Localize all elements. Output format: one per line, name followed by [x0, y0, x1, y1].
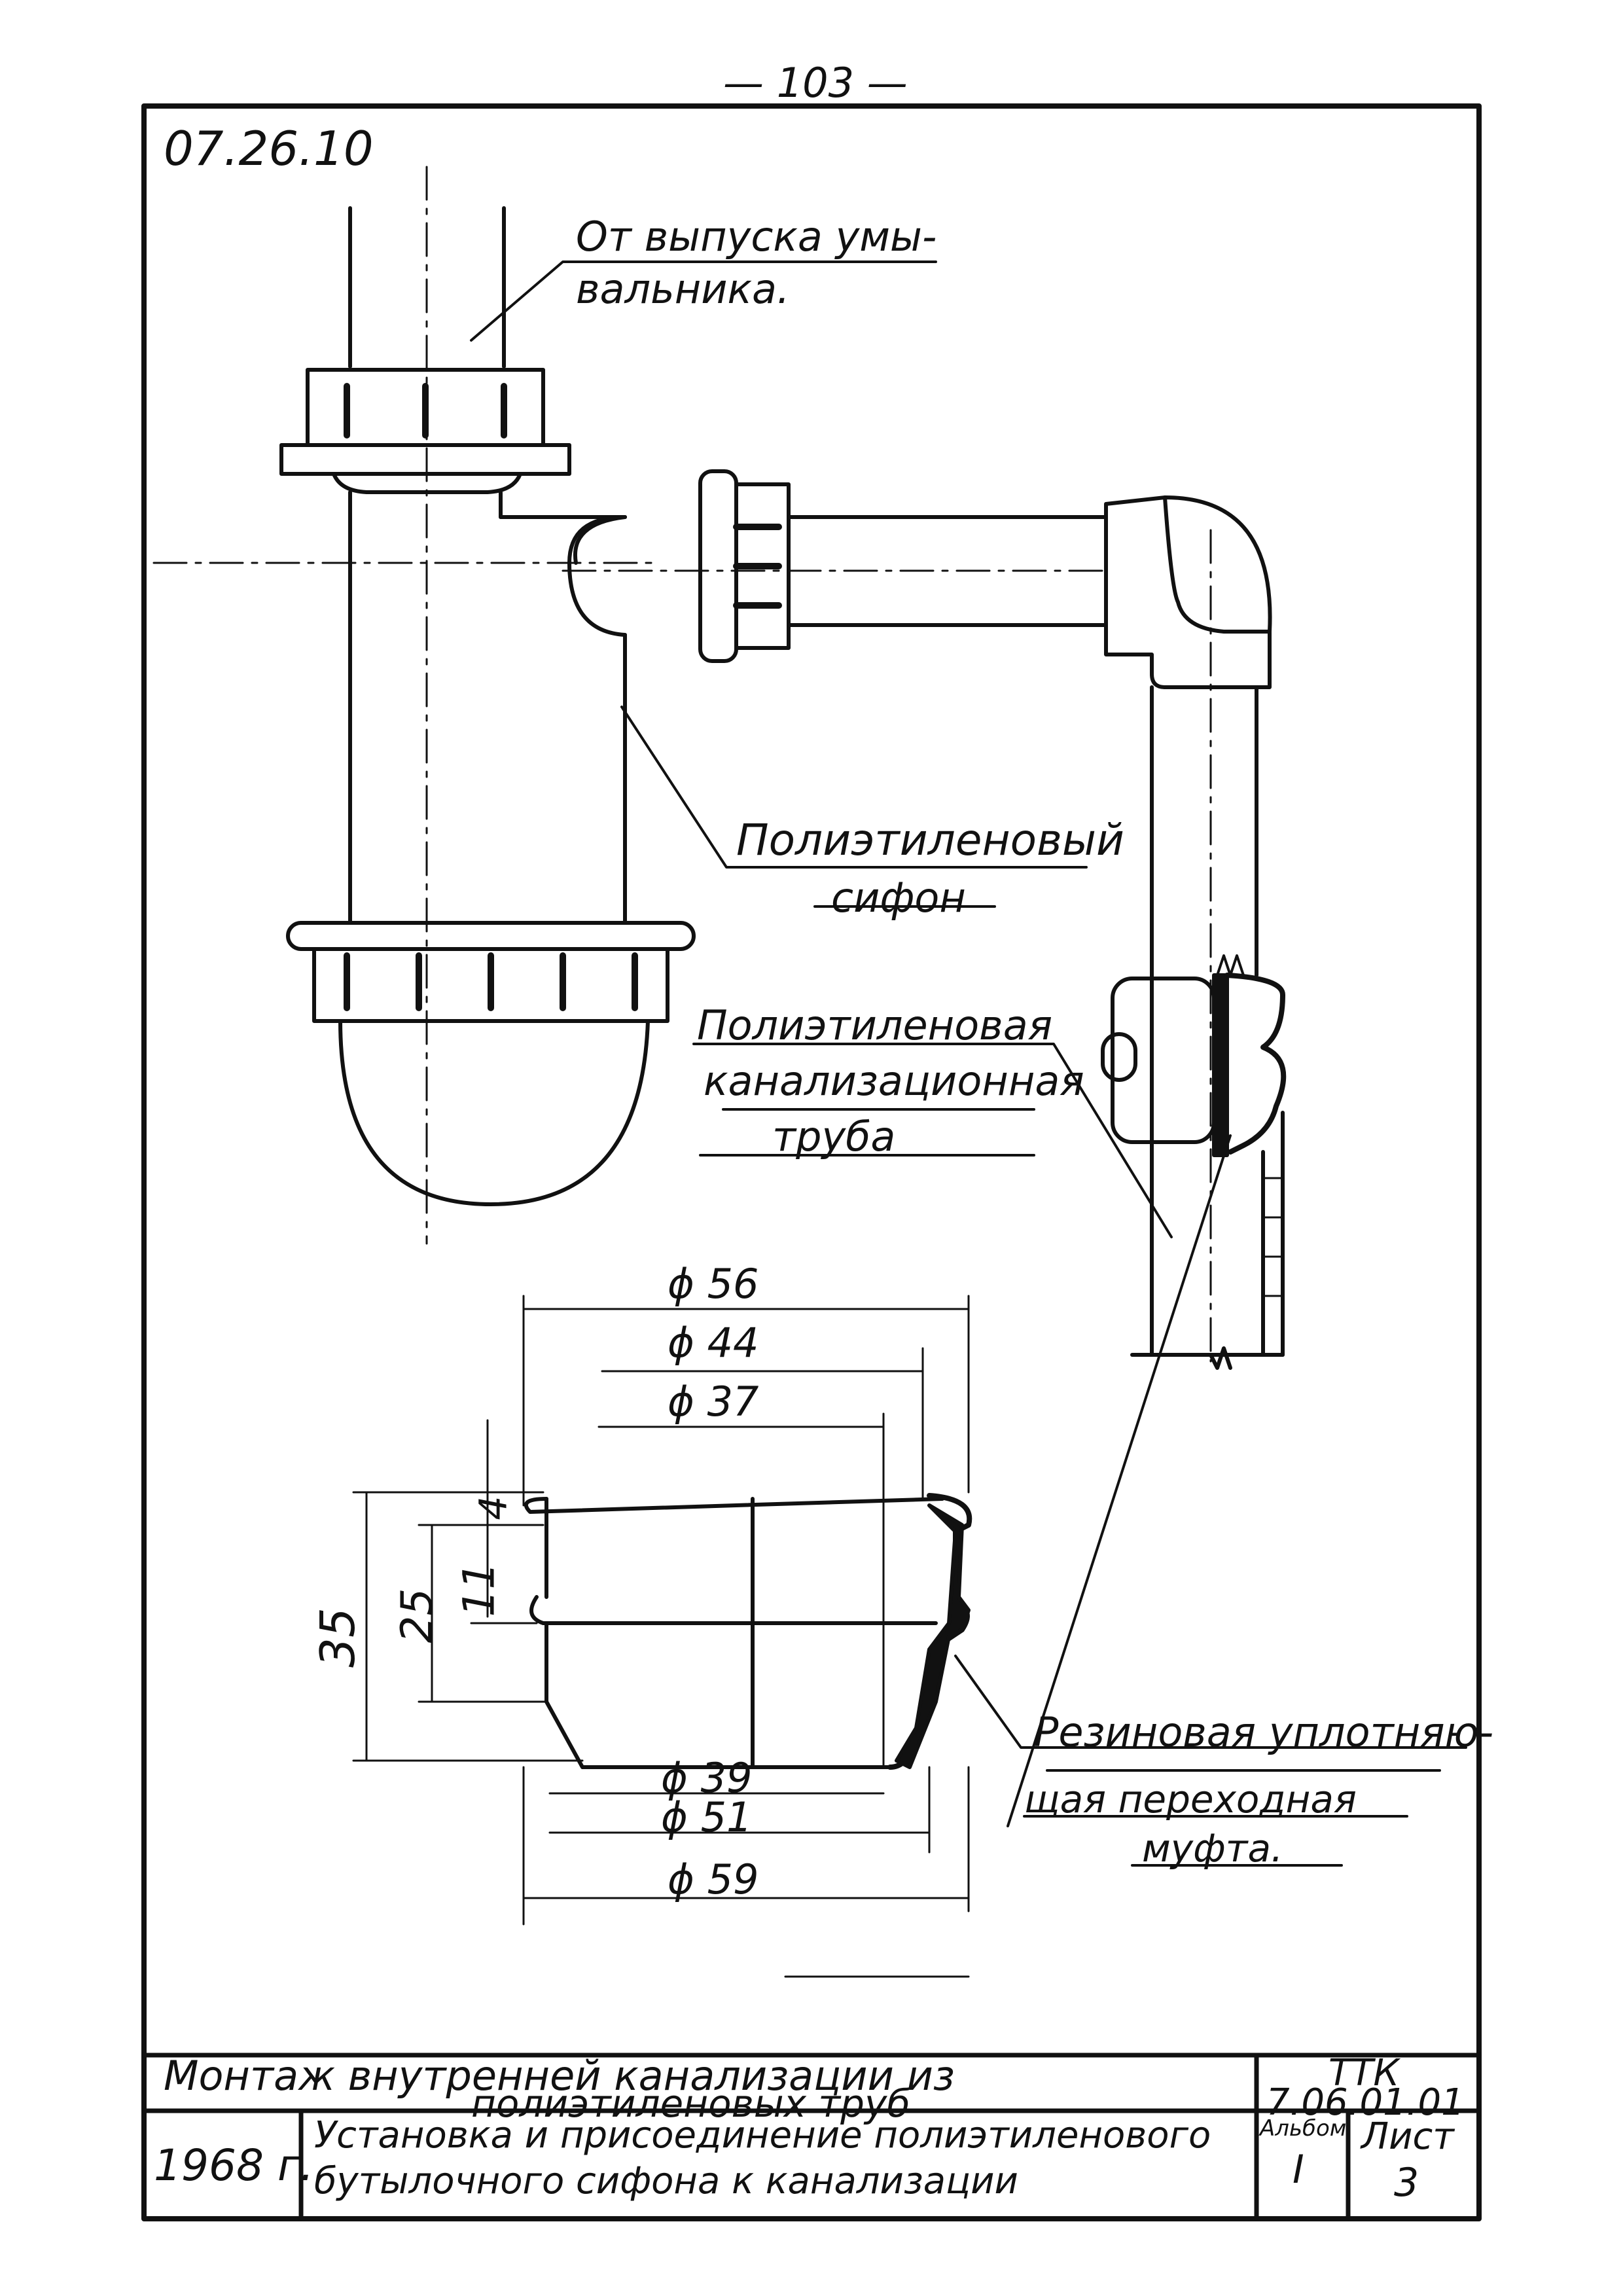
- subtitle-line-2: бутылочного сифона к канализации: [314, 2160, 1018, 2202]
- dim-h11: 11: [454, 1562, 505, 1617]
- dimension-lines-bottom: [522, 1766, 970, 1926]
- dim-d44: ϕ 44: [668, 1319, 759, 1367]
- union-nut: [698, 469, 791, 663]
- page-number: — 103 —: [723, 59, 908, 107]
- callout-sleeve-2: щая переходная: [1024, 1777, 1357, 1821]
- doc-type: ТТК: [1329, 2052, 1400, 2094]
- subtitle-line-1: Установка и присоединение полиэтиленовог…: [314, 2114, 1211, 2157]
- callout-from-outlet-1: От выпуска умы-: [576, 213, 937, 260]
- dim-h35: 35: [310, 1607, 365, 1668]
- siphon-upper-nut: [279, 368, 571, 494]
- callout-pipe-2: канализационная: [704, 1057, 1084, 1105]
- dim-d51: ϕ 51: [661, 1793, 753, 1841]
- sheet-code: 07.26.10: [164, 121, 374, 176]
- title-block-lines: [141, 2053, 1482, 2221]
- sleeve-detail: [524, 1493, 972, 1770]
- leader-lines: [470, 260, 1467, 1978]
- pipe-elbow: [1104, 495, 1272, 1363]
- vertical-sewer-pipe: [1130, 685, 1285, 1370]
- sheet-label: Лист: [1361, 2115, 1454, 2158]
- callout-sleeve-3: муфта.: [1142, 1826, 1283, 1871]
- callout-pipe-1: Полиэтиленовая: [697, 1001, 1052, 1049]
- siphon-body: [152, 490, 656, 925]
- siphon-lower-nut: [286, 921, 696, 1206]
- outlet-pipe: [348, 166, 506, 1245]
- dim-d37: ϕ 37: [668, 1378, 759, 1426]
- dim-h25: 25: [391, 1588, 442, 1643]
- callout-sleeve-1: Резиновая уплотняю-: [1034, 1708, 1494, 1756]
- title-line-2: полиэтиленовых труб: [471, 2081, 911, 2126]
- callout-from-outlet-2: вальника.: [576, 265, 790, 313]
- sheet-frame: [141, 103, 1482, 2221]
- horizontal-pipe: [562, 515, 1108, 627]
- callout-siphon-1: Полиэтиленовый: [736, 815, 1124, 865]
- sleeve-section: [1101, 954, 1287, 1357]
- album-label: Альбом: [1260, 2115, 1347, 2142]
- dim-h4: 4: [471, 1496, 516, 1520]
- dimension-lines-left: [352, 1419, 584, 1762]
- doc-number: 7.06.01.01: [1266, 2081, 1465, 2124]
- album-value: I: [1293, 2147, 1304, 2193]
- sheet-value: 3: [1394, 2160, 1419, 2206]
- year: 1968 г.: [154, 2140, 314, 2191]
- dim-d39: ϕ 39: [661, 1754, 753, 1802]
- callout-siphon-2: сифон: [831, 874, 966, 922]
- dimension-lines-top: [522, 1295, 970, 1768]
- title-line-1: Монтаж внутренней канализации из: [164, 2052, 955, 2100]
- callout-pipe-3: труба: [772, 1113, 896, 1160]
- dim-d56: ϕ 56: [668, 1260, 759, 1308]
- dim-d59: ϕ 59: [668, 1856, 759, 1903]
